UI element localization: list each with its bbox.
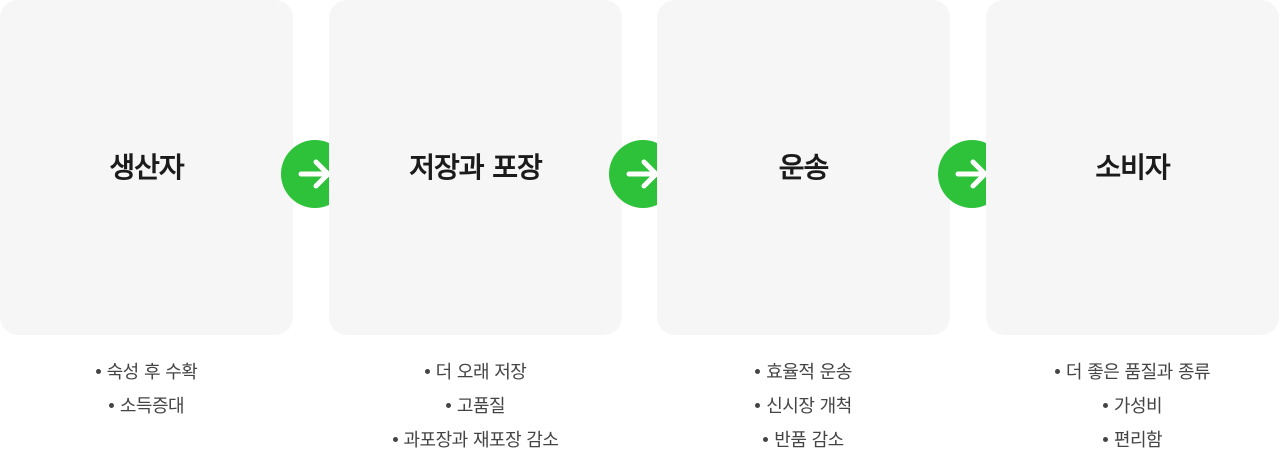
- stage-box: [0, 0, 293, 335]
- bullet-dot-icon: [1102, 402, 1108, 408]
- bullet-dot-icon: [1054, 368, 1060, 374]
- bullet-item: 고품질: [329, 390, 622, 424]
- bullet-dot-icon: [755, 402, 761, 408]
- stage-title: 운송: [778, 151, 830, 184]
- stage-box: [986, 0, 1279, 335]
- bullet-item: 효율적 운송: [657, 356, 950, 390]
- bullet-item: 소득증대: [0, 390, 293, 424]
- bullet-dot-icon: [763, 436, 769, 442]
- bullet-dot-icon: [108, 402, 114, 408]
- bullet-item: 과포장과 재포장 감소: [329, 424, 622, 458]
- bullet-item: 편리함: [986, 424, 1279, 458]
- stage-producer: 생산자: [0, 0, 293, 335]
- stage-bullets: 숙성 후 수확 소득증대: [0, 356, 293, 424]
- bullet-dot-icon: [755, 368, 761, 374]
- bullet-dot-icon: [392, 436, 398, 442]
- stage-box: [657, 0, 950, 335]
- bullet-dot-icon: [95, 368, 101, 374]
- bullet-item: 더 오래 저장: [329, 356, 622, 390]
- stage-title: 저장과 포장: [409, 151, 543, 184]
- bullet-dot-icon: [445, 402, 451, 408]
- stage-bullets: 더 오래 저장 고품질 과포장과 재포장 감소: [329, 356, 622, 458]
- stage-bullets: 더 좋은 품질과 종류 가성비 편리함: [986, 356, 1279, 458]
- stage-storage-packaging: 저장과 포장: [329, 0, 622, 335]
- bullet-item: 숙성 후 수확: [0, 356, 293, 390]
- bullet-item: 신시장 개척: [657, 390, 950, 424]
- bullet-dot-icon: [1102, 436, 1108, 442]
- stage-box: [329, 0, 622, 335]
- stage-transport: 운송: [657, 0, 950, 335]
- bullet-item: 더 좋은 품질과 종류: [986, 356, 1279, 390]
- stage-consumer: 소비자: [986, 0, 1279, 335]
- stage-bullets: 효율적 운송 신시장 개척 반품 감소: [657, 356, 950, 458]
- bullet-item: 반품 감소: [657, 424, 950, 458]
- stage-title: 소비자: [1095, 151, 1170, 184]
- stage-title: 생산자: [109, 151, 184, 184]
- bullet-dot-icon: [424, 368, 430, 374]
- bullet-item: 가성비: [986, 390, 1279, 424]
